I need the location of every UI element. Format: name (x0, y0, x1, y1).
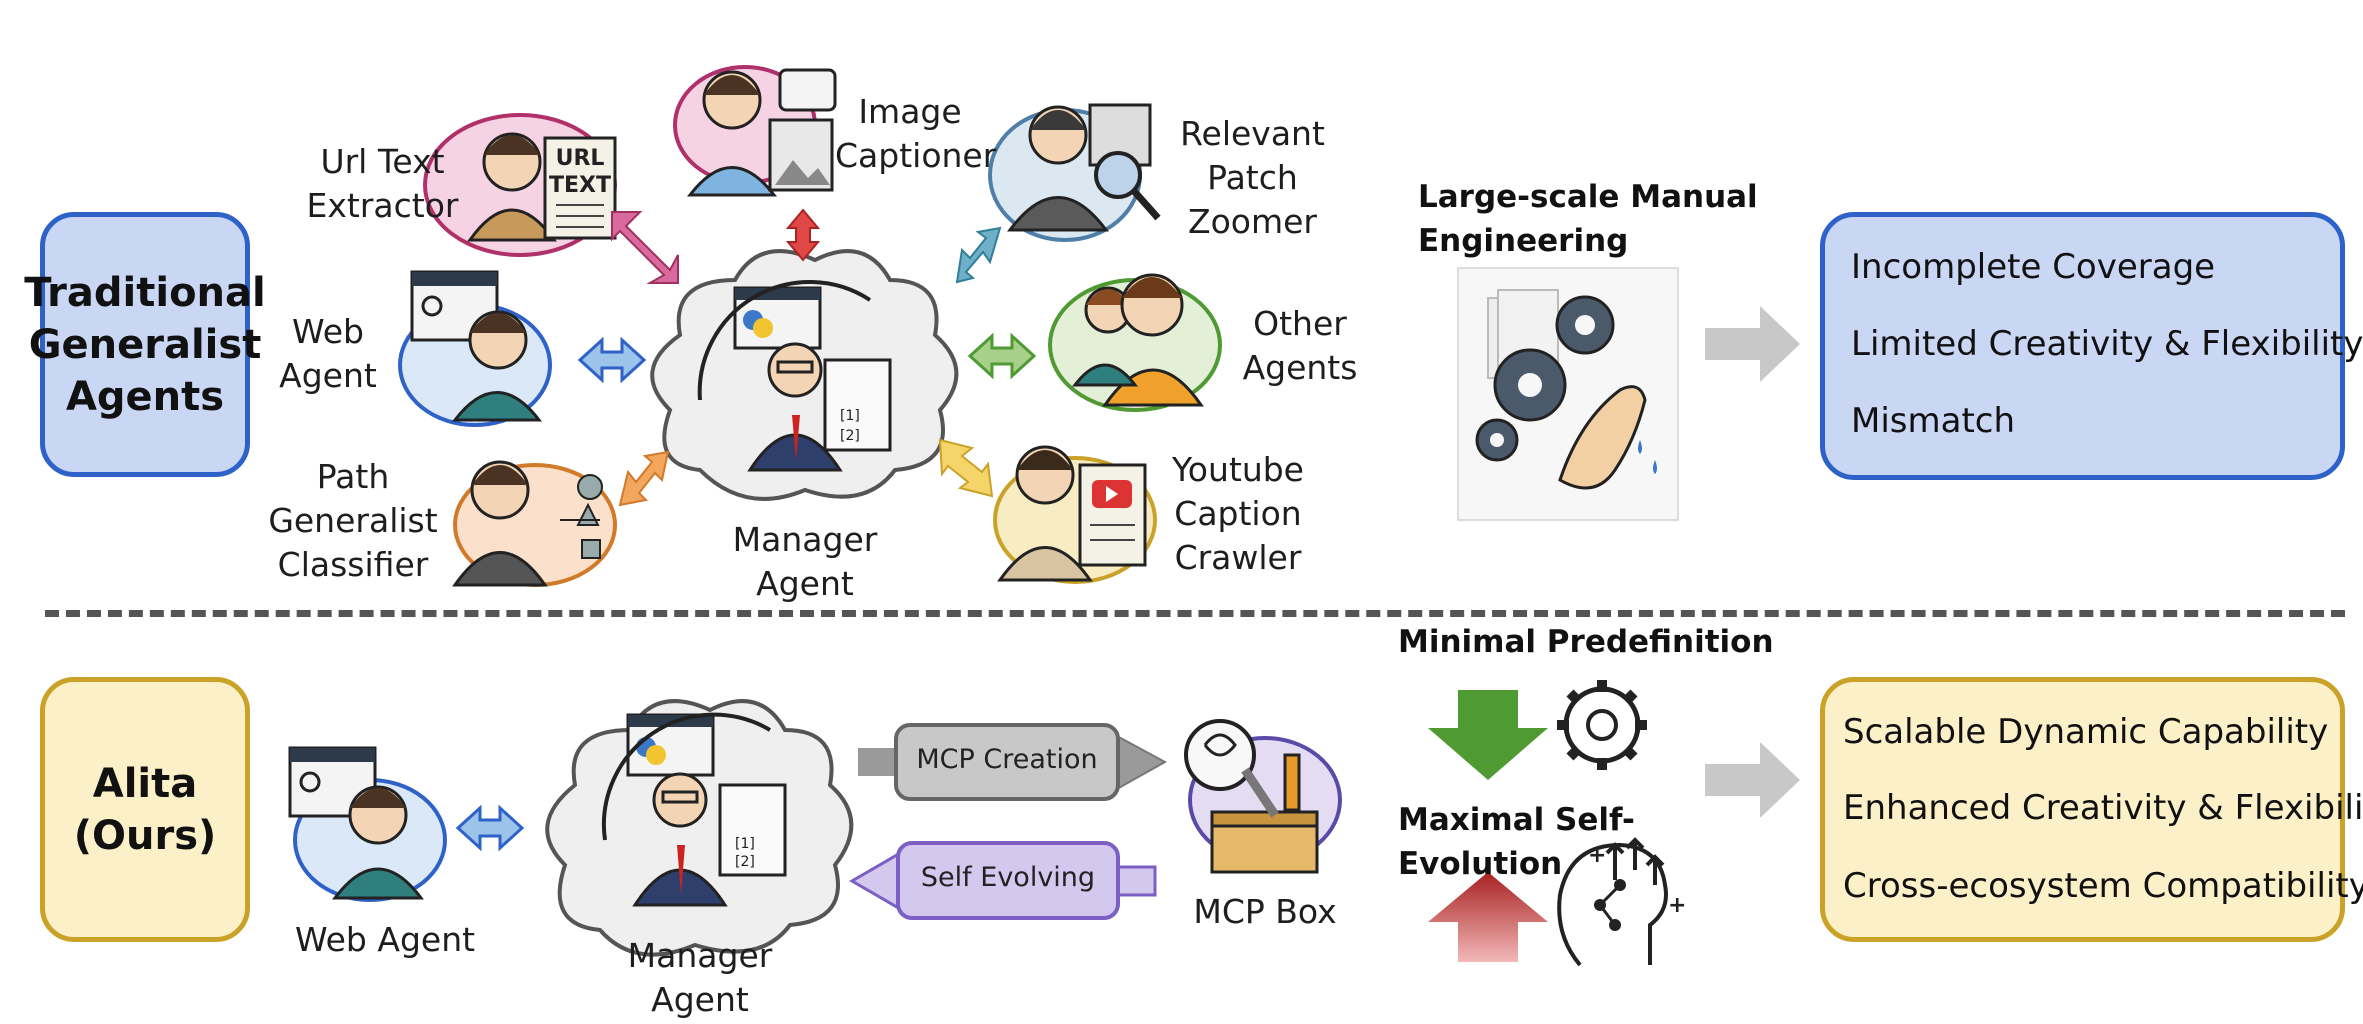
image-captioner-label: Image Captioner (835, 92, 997, 175)
youtube-caption-crawler-label: Youtube Caption Crawler (1172, 450, 1304, 577)
bottom-result-2: Enhanced Creativity & Flexibility (1843, 788, 2363, 828)
relevant-patch-zoomer-label: Relevant Patch Zoomer (1180, 114, 1325, 241)
image-captioner-icon (673, 65, 837, 197)
bidirectional-arrows (577, 208, 1037, 507)
url-text-extractor-icon: URL TEXT (423, 113, 617, 257)
web-agent-bottom-label: Web Agent (294, 920, 476, 959)
svg-text:[1]: [1] (735, 836, 755, 852)
svg-text:[1]: [1] (840, 408, 860, 424)
url-text-extractor-label: Url Text Extractor (306, 142, 459, 225)
svg-text:[2]: [2] (840, 428, 860, 444)
top-result-1: Incomplete Coverage (1851, 247, 2216, 287)
bottom-result-arrow (1705, 742, 1800, 818)
bottom-result-1: Scalable Dynamic Capability (1843, 712, 2329, 752)
manager-agent-top-label: Manager Agent (732, 520, 878, 603)
svg-text:+: + (1588, 843, 1606, 868)
manual-engineering-icon (1457, 267, 1679, 521)
manager-agent-top-icon: [1] [2] (650, 249, 959, 501)
alita-category-title: Alita (Ours) (73, 760, 217, 859)
youtube-caption-crawler-icon (993, 445, 1157, 584)
path-generalist-classifier-icon (452, 460, 617, 587)
relevant-patch-zoomer-icon (988, 103, 1161, 242)
self-evolving-label: Self Evolving (920, 862, 1096, 893)
manager-agent-bottom-icon: [1] [2] (545, 699, 854, 957)
bottom-results-box: Scalable Dynamic Capability Enhanced Cre… (1820, 677, 2363, 942)
bottom-result-3: Cross-ecosystem Compatibility (1843, 866, 2363, 906)
maximal-self-evolution-heading: Maximal Self-Evolution (1398, 802, 1635, 882)
minimal-predefinition-heading: Minimal Predefinition (1398, 624, 1774, 660)
section-divider (45, 610, 2345, 617)
gear-icon (1557, 680, 1647, 770)
web-agent-top-icon (398, 270, 552, 427)
minimal-down-arrow (1428, 690, 1548, 780)
mcp-creation-arrow (858, 723, 1168, 801)
svg-text:[2]: [2] (735, 854, 755, 870)
self-evolving-arrow (849, 841, 1157, 920)
top-results-box: Incomplete Coverage Limited Creativity &… (1820, 212, 2363, 480)
path-generalist-classifier-label: Path Generalist Classifier (268, 457, 438, 584)
top-result-3: Mismatch (1851, 401, 2016, 441)
svg-text:+: + (1668, 893, 1686, 918)
manual-engineering-heading: Large-scale Manual Engineering (1418, 179, 1758, 259)
mcp-box-label: MCP Box (1193, 892, 1337, 931)
web-agent-bottom-icon (288, 746, 447, 902)
mcp-box-icon (1184, 719, 1342, 874)
other-agents-label: Other Agents (1242, 304, 1358, 387)
maximal-up-arrow (1428, 872, 1548, 962)
top-result-arrow (1705, 306, 1800, 382)
svg-text:URL: URL (556, 146, 605, 171)
traditional-category-box (40, 212, 250, 477)
manager-agent-bottom-label: Manager Agent (627, 936, 773, 1019)
web-agent-top-label: Web Agent (279, 312, 377, 395)
mcp-creation-label: MCP Creation (916, 744, 1098, 775)
alita-category-box (40, 677, 250, 942)
top-result-2: Limited Creativity & Flexibility (1851, 324, 2363, 364)
svg-text:TEXT: TEXT (549, 173, 611, 198)
traditional-category-title: Traditional Generalist Agents (24, 269, 266, 420)
other-agents-icon (1048, 273, 1222, 412)
self-evolution-head-icon: + + (1557, 837, 1686, 967)
